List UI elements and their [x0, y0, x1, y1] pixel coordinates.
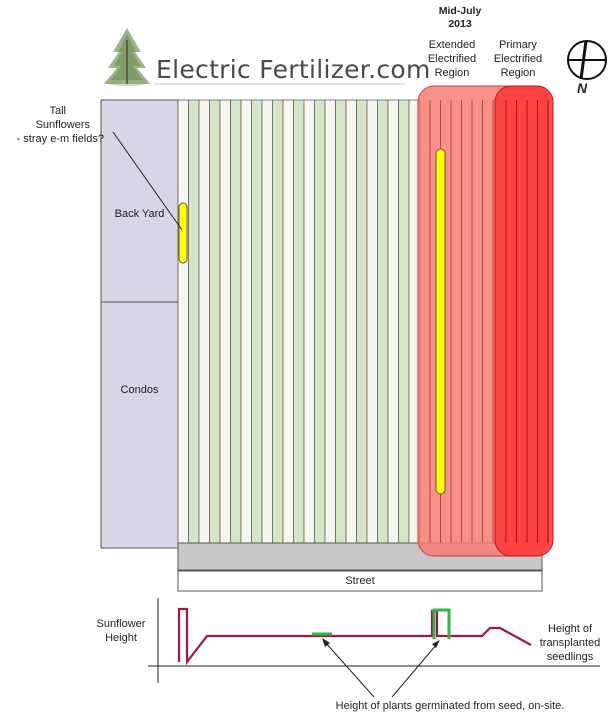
garden-row [230, 99, 242, 544]
seed-height-marker-right [432, 608, 451, 639]
profile-y-label-line-1: Sunflower [96, 618, 146, 630]
title-line-2: 2013 [448, 18, 472, 30]
garden-row [335, 99, 347, 544]
garden-row [282, 99, 294, 544]
tall-sunflowers-electrified [435, 148, 446, 495]
arrow-left-head [322, 638, 330, 647]
right-label-line-1: Height of [547, 623, 593, 635]
annotation-line-3: - stray e-m fields? [16, 133, 104, 145]
profile-line [177, 607, 532, 666]
garden-row [293, 99, 305, 544]
seed-germinated-label: Height of plants germinated from seed, o… [335, 700, 565, 712]
street-label: Street [345, 575, 375, 587]
condos-label: Condos [120, 384, 159, 396]
garden-row [387, 99, 399, 544]
garden-row [177, 99, 189, 544]
street-area [177, 570, 543, 592]
arrow-left-shaft [324, 641, 375, 698]
primary-region-label: Primary Electrified Region [486, 38, 550, 80]
extended-label-line-2: Electrified [427, 53, 477, 65]
profile-y-label: Sunflower Height [88, 617, 154, 645]
diagram-title: Mid-July 2013 [420, 5, 500, 31]
garden-row [303, 99, 315, 544]
condos-area [100, 301, 179, 549]
annotation-leader-line [112, 131, 183, 231]
tree-logo-icon [104, 28, 150, 86]
garden-row [272, 99, 284, 544]
tall-sunflowers-backyard [178, 202, 188, 264]
garden-row [198, 99, 210, 544]
profile-y-label-line-2: Height [105, 632, 137, 644]
garden-row [240, 99, 252, 544]
extended-label-line-3: Region [434, 67, 470, 79]
primary-label-line-2: Electrified [493, 53, 543, 65]
garden-row [209, 99, 221, 544]
garden-row [377, 99, 389, 544]
annotation-line-1: Tall [49, 105, 66, 117]
right-label-line-3: seedlings [546, 651, 594, 663]
back-yard-area [100, 99, 179, 303]
arrow-right-shaft [391, 643, 438, 698]
back-yard-label: Back Yard [114, 208, 165, 220]
compass-north-label: N [577, 80, 588, 96]
garden-row [356, 99, 368, 544]
primary-label-line-3: Region [500, 67, 536, 79]
garden-row [251, 99, 263, 544]
garden-row [345, 99, 357, 544]
sunflower-height-profile [148, 598, 600, 698]
annotation-line-2: Sunflowers [35, 119, 90, 131]
garden-row [366, 99, 378, 544]
garden-row [219, 99, 231, 544]
compass-icon [567, 40, 607, 80]
extended-label-line-1: Extended [428, 39, 476, 51]
transplanted-seedlings-label: Height of transplanted seedlings [532, 622, 608, 664]
garden-row [261, 99, 273, 544]
extended-region-label: Extended Electrified Region [418, 38, 486, 80]
sunflower-annotation: Tall Sunflowers - stray e-m fields? [0, 104, 104, 146]
garden-row [398, 99, 410, 544]
primary-electrified-region [494, 85, 554, 557]
right-label-line-2: transplanted [539, 637, 601, 649]
title-line-1: Mid-July [438, 5, 482, 17]
garden-row [324, 99, 336, 544]
arrow-right-head [432, 640, 440, 648]
garden-row [314, 99, 326, 544]
brand-name: Electric Fertilizer.com [156, 55, 431, 84]
primary-label-line-1: Primary [499, 39, 537, 51]
primary-region-stripes [505, 100, 549, 543]
garden-rows [177, 99, 421, 544]
garden-row [188, 99, 200, 544]
